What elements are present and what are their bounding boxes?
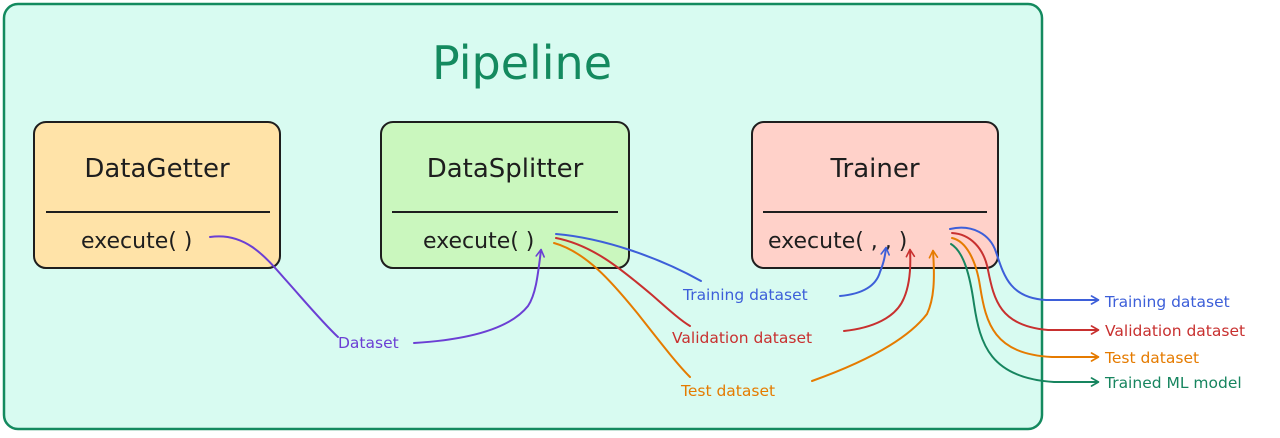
pipeline-title: Pipeline — [432, 36, 612, 90]
flow-line-dataset-1 — [209, 235, 339, 338]
flow-line-dataset-2 — [413, 248, 545, 344]
output-line-validation-dataset — [951, 232, 1100, 335]
datagetter-method: execute( ) — [81, 229, 192, 254]
datasplitter-name: DataSplitter — [427, 154, 584, 184]
flow-line-test-dataset-1 — [553, 242, 691, 378]
output-label-training-dataset: Training dataset — [1104, 293, 1230, 311]
datagetter-box — [33, 121, 281, 269]
output-label-trained-ml-model: Trained ML model — [1104, 374, 1242, 392]
flow-label-test-dataset: Test dataset — [680, 382, 775, 400]
flow-line-validation-dataset-1 — [555, 237, 691, 327]
output-line-trained-ml-model — [950, 243, 1100, 387]
flow-label-training-dataset: Training dataset — [682, 286, 808, 304]
output-label-validation-dataset: Validation dataset — [1105, 322, 1245, 340]
class-box-trainer: Trainer execute( , , ) — [751, 121, 999, 269]
flow-line-validation-dataset-2 — [843, 248, 916, 332]
output-label-test-dataset: Test dataset — [1104, 349, 1199, 367]
output-line-test-dataset — [951, 237, 1100, 362]
flow-line-test-dataset-2 — [811, 249, 939, 382]
datasplitter-method: execute( ) — [423, 229, 534, 254]
class-box-datasplitter: DataSplitter execute( ) — [380, 121, 630, 269]
flow-line-training-dataset-2 — [839, 246, 890, 297]
trainer-box — [751, 121, 999, 269]
datasplitter-box — [380, 121, 630, 269]
flow-label-validation-dataset: Validation dataset — [672, 329, 812, 347]
flow-label-dataset: Dataset — [338, 334, 399, 352]
class-box-datagetter: DataGetter execute( ) — [33, 121, 281, 269]
trainer-name: Trainer — [829, 154, 919, 184]
flow-line-training-dataset-1 — [555, 233, 702, 282]
datagetter-name: DataGetter — [84, 154, 230, 184]
output-line-training-dataset — [949, 226, 1100, 305]
